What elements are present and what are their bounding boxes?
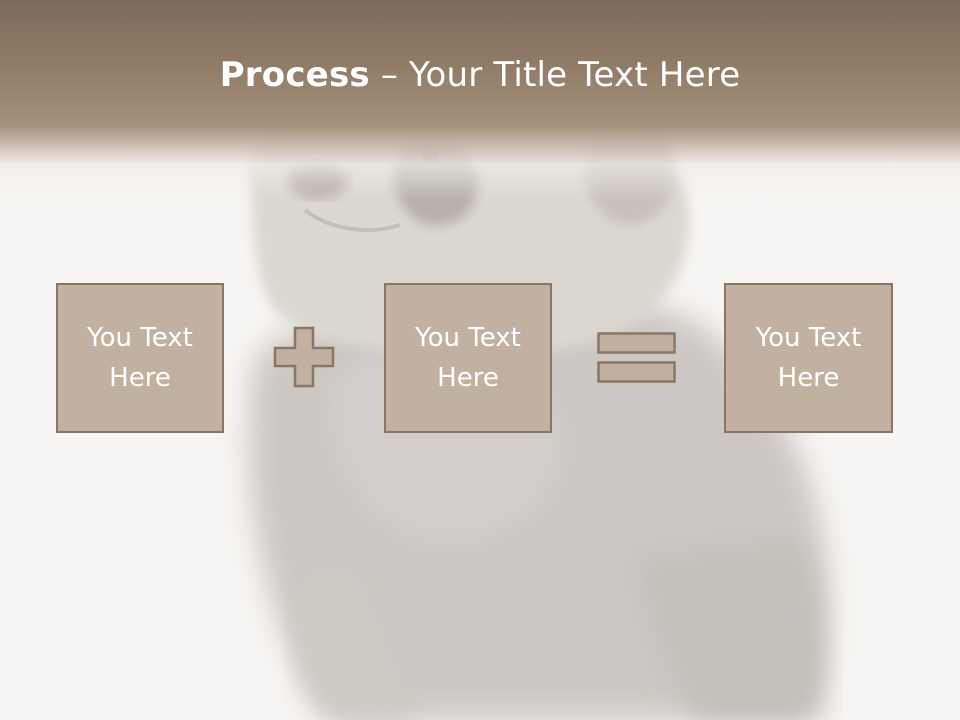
text-box-1-line1: You Text	[87, 323, 193, 353]
text-box-2-content: You Text Here	[415, 318, 521, 398]
text-box-1[interactable]: You Text Here	[56, 283, 224, 433]
text-box-3-line1: You Text	[755, 323, 862, 353]
text-box-3-content: You Text Here	[756, 318, 862, 398]
plus-icon	[273, 326, 335, 388]
text-box-1-content: You Text Here	[87, 318, 193, 398]
text-box-3-line2: Here	[777, 363, 840, 393]
header-band	[0, 0, 960, 200]
slide-title: Process – Your Title Text Here	[0, 52, 960, 98]
text-box-1-line2: Here	[109, 363, 171, 393]
text-box-3[interactable]: You Text Here	[724, 283, 893, 433]
text-box-2[interactable]: You Text Here	[384, 283, 552, 433]
title-rest: – Your Title Text Here	[369, 55, 741, 95]
text-box-2-line2: Here	[437, 363, 499, 393]
title-bold: Process	[219, 55, 370, 95]
text-box-2-line1: You Text	[415, 323, 521, 353]
equals-icon	[597, 332, 676, 383]
